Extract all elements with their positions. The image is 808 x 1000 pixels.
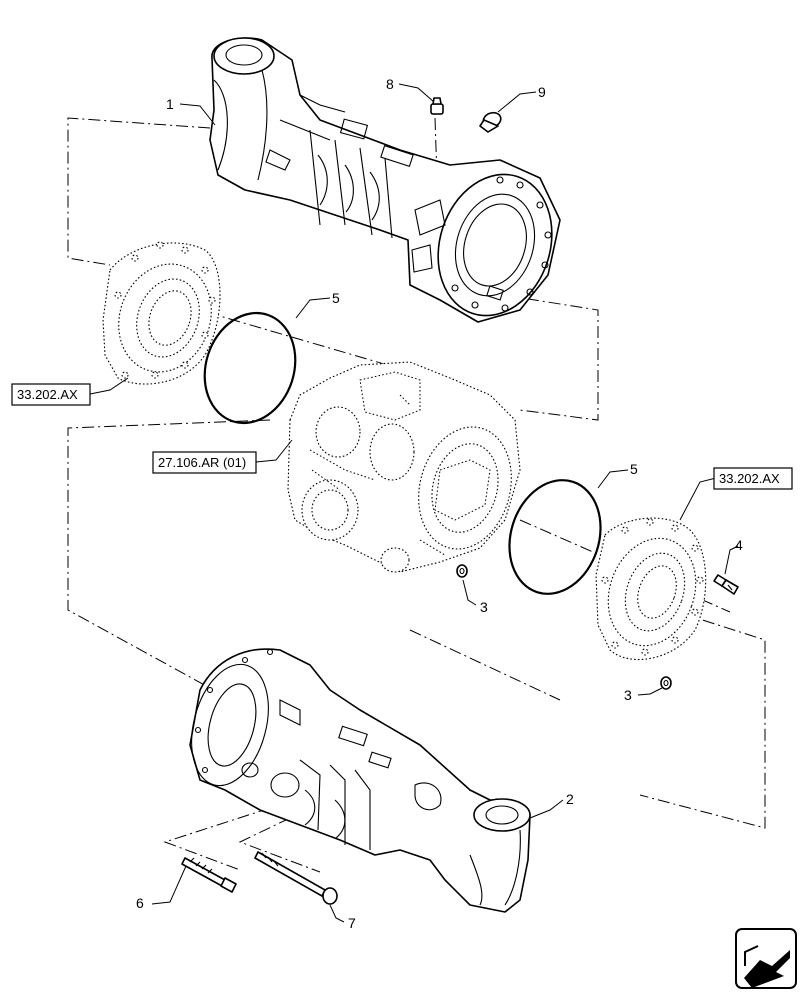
callout-5-lower[interactable]: 5 [630, 461, 638, 477]
callout-3-right[interactable]: 3 [624, 687, 632, 703]
arrow-navigation-icon[interactable] [735, 928, 797, 989]
callout-6[interactable]: 6 [136, 895, 144, 911]
bolt-short [181, 857, 237, 893]
callout-8[interactable]: 8 [386, 76, 394, 92]
breather-fitting [430, 97, 444, 115]
washer-right [660, 676, 672, 690]
callout-4[interactable]: 4 [735, 537, 743, 553]
bolt-long [254, 851, 338, 905]
axle-housing-upper [209, 37, 561, 323]
plug [479, 111, 502, 133]
left-cover-reference-part [102, 241, 221, 385]
callout-9[interactable]: 9 [538, 84, 546, 100]
callout-5-upper[interactable]: 5 [332, 290, 340, 306]
reference-left-cover[interactable]: 33.202.AX [17, 387, 78, 402]
callout-3-center[interactable]: 3 [480, 599, 488, 615]
differential-reference-part [287, 361, 521, 573]
reference-right-cover[interactable]: 33.202.AX [719, 471, 780, 486]
axle-housing-lower [189, 648, 531, 913]
bolt-cover [713, 574, 739, 595]
right-cover-reference-part [595, 517, 707, 661]
callout-7[interactable]: 7 [348, 915, 356, 931]
callout-1[interactable]: 1 [166, 96, 174, 112]
reference-labels: 33.202.AX 27.106.AR (01) 33.202.AX [11, 383, 793, 490]
washer-center [456, 564, 468, 578]
callout-numbers: 1 8 9 5 5 4 3 3 2 6 7 [136, 76, 743, 931]
reference-differential[interactable]: 27.106.AR (01) [158, 455, 246, 470]
callout-2[interactable]: 2 [566, 791, 574, 807]
o-ring-right [508, 479, 602, 595]
leader-lines [89, 83, 739, 923]
o-ring-left [203, 311, 297, 425]
